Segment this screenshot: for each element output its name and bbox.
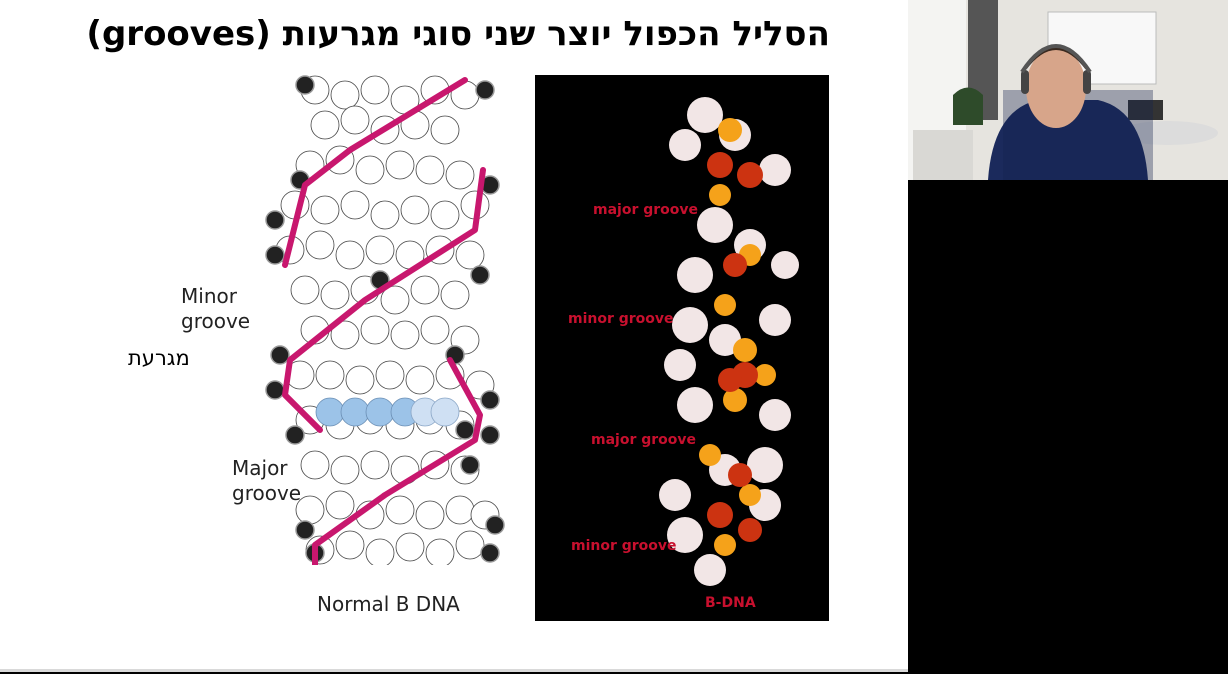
b-dna-space-filling-model: major groove minor groove major groove m… [535,75,829,621]
major-groove-label: Major groove [232,456,302,505]
right-label-minor-groove-2: minor groove [571,538,677,554]
right-figure-caption: B-DNA [705,595,756,611]
webcam-scene-graphic [908,0,1228,180]
slide-title: הסליל הכפול יוצר שני סוגי מגרעות (groove… [86,14,830,54]
webcam-video [908,0,1228,180]
right-label-minor-groove-1: minor groove [568,311,674,327]
presentation-slide: הסליל הכפול יוצר שני סוגי מגרעות (groove… [0,0,908,672]
normal-b-dna-illustration [265,75,505,565]
hebrew-groove-label: מגרעת [128,346,190,370]
right-label-major-groove-2: major groove [591,432,697,448]
slide-bottom-border [0,669,908,672]
left-figure-caption: Normal B DNA [317,592,460,616]
minor-groove-label: Minor groove [181,284,251,333]
right-label-major-groove-1: major groove [593,202,699,218]
b-dna-helix-graphic [659,97,799,586]
